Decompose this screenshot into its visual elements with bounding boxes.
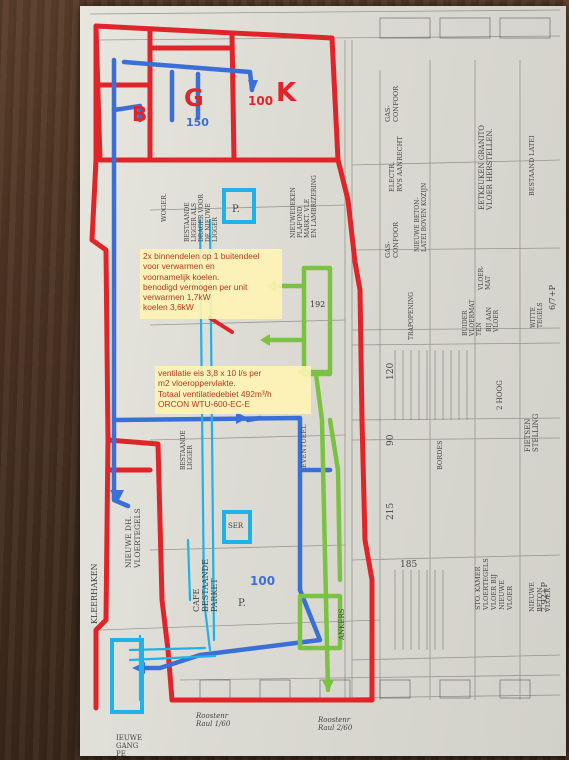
handwritten-100-top: 100: [248, 94, 274, 108]
blue-duct-lines: [111, 57, 333, 671]
box-p-cafe: SER: [228, 522, 244, 530]
handwritten-100-bottom: 100: [250, 574, 276, 588]
label-roost-1: Roostenr Raul 1/60: [196, 712, 231, 728]
label-kleerhaken: KLEERHAKEN: [90, 563, 99, 624]
label-eventueel: EVENTUEEL: [300, 424, 308, 469]
label-witte: WITTE TEGELS: [530, 302, 544, 328]
label-2-hoog: 2 HOOG: [496, 380, 504, 410]
handwritten-k: K: [276, 78, 297, 108]
label-792: 7.92+P: [540, 582, 549, 612]
label-185: 185: [400, 560, 418, 570]
label-gas: GAS- CONFOOR: [384, 85, 400, 122]
label-cafe: CAFE BESTAANDE PARKET: [192, 559, 219, 612]
stair-hatching: [394, 350, 468, 650]
handwritten-150: 150: [186, 116, 209, 129]
handwritten-192: 192: [310, 300, 326, 309]
label-90: 90: [386, 434, 396, 446]
red-tick-mark: [208, 316, 234, 334]
label-buiten: BUIDER VLOERMAT TEN: [462, 299, 483, 336]
handwritten-g: G: [184, 84, 204, 112]
handwritten-b: B: [132, 102, 148, 126]
label-215: 215: [386, 502, 396, 520]
box-p-top: P.: [232, 204, 240, 215]
note-ventilation: ventilatie eis 3,8 x 10 l/s per m2 vloer…: [155, 366, 311, 414]
label-roost-2: Roostenr Raul 2/60: [318, 716, 353, 732]
label-gasconfoor: GAS- CONFOOR: [384, 221, 400, 258]
window-frames: [199, 17, 551, 699]
red-zone-outlines: [89, 23, 375, 711]
green-duct-lines: [267, 265, 343, 693]
label-vloerafwerking: NIEUWE DH. VLOERTEGELS: [124, 508, 142, 568]
label-bestaande-ligger-2: BESTAANDE LIGGER: [180, 430, 194, 470]
label-eetkeuken: EETKEUKEN GRANITO VLOER HERSTELLEN.: [478, 124, 494, 210]
label-ieuwe: IEUWE GANG PE: [116, 734, 143, 758]
label-67: 6/7+P: [548, 285, 557, 310]
cyan-boxes: [110, 188, 256, 714]
label-ankers: ANKERS: [338, 608, 346, 640]
label-bestaande-ligger: BESTAANDE LIGGER ALS DRAGER VOOR DE NIEU…: [184, 194, 219, 242]
label-trapopening: TRAPOPENING: [408, 292, 415, 340]
label-p-bottom: P.: [238, 598, 246, 609]
label-bij-aan: BIJ AAN VLOER: [486, 306, 500, 332]
note-heating-cooling: 2x binnendelen op 1 buitendeel voor verw…: [140, 249, 282, 319]
label-fietsen: FIETSEN STELLING: [524, 413, 540, 452]
label-vloermat: VLOER- MAT: [478, 265, 492, 290]
label-woning: WOGER.: [160, 193, 168, 222]
label-nieuwe-beton: NIEUWE BETON- LATEI BOVEN KOZIJN: [414, 182, 428, 252]
label-elect: ELECTR. RVS AANRECHT: [388, 136, 404, 192]
label-bordes: BORDES: [436, 440, 444, 470]
label-nieuwe-plafond: NIEUWEDEKEN PLAFOND MARKT. VLE EN LAMBRI…: [290, 175, 318, 238]
label-bestaand-latei: BESTAAND LATEI: [528, 135, 536, 196]
label-120: 120: [386, 362, 396, 380]
label-sto-kamer: STO. KAMER VLOERTEGELS VLOER BIJ NIEUWE …: [474, 558, 514, 610]
